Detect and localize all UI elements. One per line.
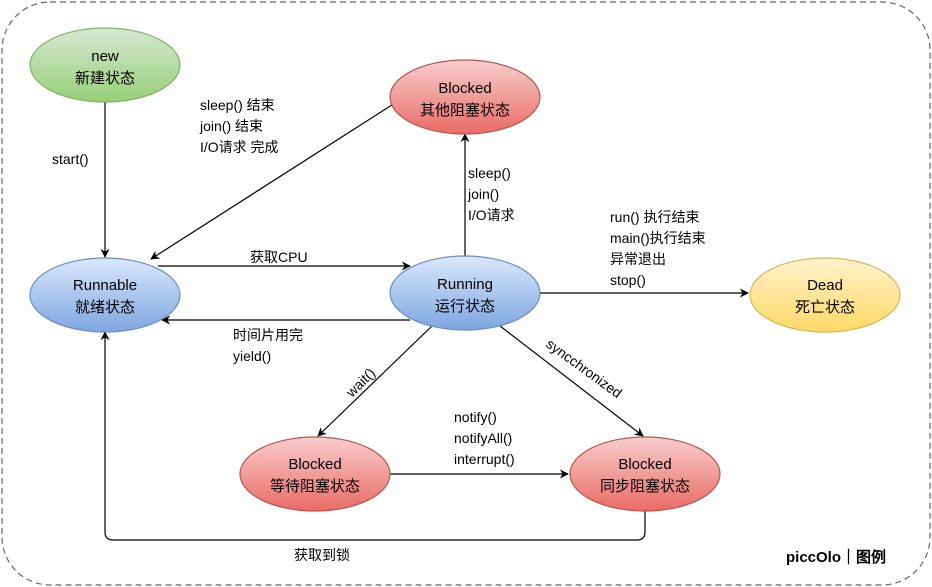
state-running: Running 运行状态 xyxy=(389,255,541,331)
state-runnable-subtitle: 就绪状态 xyxy=(75,299,135,316)
state-blocked-other-subtitle: 其他阻塞状态 xyxy=(420,101,510,119)
state-new-title: new xyxy=(91,48,119,65)
state-runnable-title: Runnable xyxy=(73,277,137,294)
edge-notify-label: notify() notifyAll() interrupt() xyxy=(454,409,516,467)
state-blocked-wait: Blocked 等待阻塞状态 xyxy=(239,436,391,512)
state-dead-title: Dead xyxy=(807,277,843,294)
state-blocked-sync: Blocked 同步阻塞状态 xyxy=(569,436,721,512)
edge-wait xyxy=(317,325,433,437)
state-blocked-sync-subtitle: 同步阻塞状态 xyxy=(600,477,690,495)
state-runnable: Runnable 就绪状态 xyxy=(29,257,181,333)
edge-to-other-label: sleep() join() I/O请求 xyxy=(467,165,515,223)
state-blocked-sync-title: Blocked xyxy=(618,456,671,473)
state-dead-subtitle: 死亡状态 xyxy=(795,299,855,316)
credit-text: piccOlo｜图例 xyxy=(786,548,886,566)
edge-sync xyxy=(499,325,644,437)
edge-start-label: start() xyxy=(52,151,89,167)
state-running-subtitle: 运行状态 xyxy=(435,298,495,315)
edge-yield-label: 时间片用完 yield() xyxy=(233,327,307,364)
edge-get-cpu-label: 获取CPU xyxy=(250,249,308,265)
edge-resume-other-label: sleep() 结束 join() 结束 I/O请求 完成 xyxy=(199,97,279,155)
state-new: new 新建状态 xyxy=(29,27,181,103)
edge-resume-other xyxy=(150,102,396,260)
state-blocked-wait-subtitle: 等待阻塞状态 xyxy=(270,477,360,495)
state-running-title: Running xyxy=(437,276,493,293)
edge-get-lock xyxy=(100,331,646,541)
state-blocked-other: Blocked 其他阻塞状态 xyxy=(389,59,541,135)
state-blocked-other-title: Blocked xyxy=(438,80,491,97)
state-dead: Dead 死亡状态 xyxy=(749,257,901,333)
state-new-subtitle: 新建状态 xyxy=(75,70,135,87)
edge-to-dead-label: run() 执行结束 main()执行结束 异常退出 stop() xyxy=(610,209,710,288)
edge-get-lock-label: 获取到锁 xyxy=(294,547,350,563)
state-blocked-wait-title: Blocked xyxy=(288,456,341,473)
